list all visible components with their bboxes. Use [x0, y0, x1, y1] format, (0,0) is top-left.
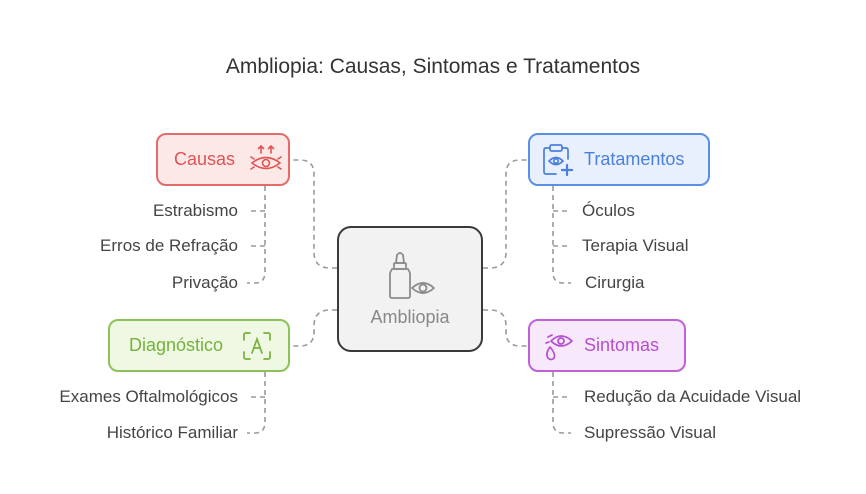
diagnostico-label: Diagnóstico — [129, 335, 224, 355]
clipboard-eye-icon — [543, 143, 574, 176]
sintomas-node[interactable]: Sintomas — [528, 319, 686, 372]
sintomas-item-supressao: Supressão Visual — [584, 423, 716, 442]
diagram-title: Ambliopia: Causas, Sintomas e Tratamento… — [225, 55, 641, 78]
sintomas-label: Sintomas — [584, 335, 660, 355]
center-label: Ambliopia — [370, 306, 450, 327]
causas-node[interactable]: Causas — [156, 133, 290, 186]
eye-arrows-icon — [250, 144, 282, 170]
causas-item-estrabismo: Estrabismo — [152, 201, 238, 220]
tratamentos-label: Tratamentos — [584, 149, 685, 169]
diagnostico-item-historico: Histórico Familiar — [106, 423, 238, 442]
sintomas-item-reducao: Redução da Acuidade Visual — [584, 387, 802, 406]
tratamentos-item-terapia-visual: Terapia Visual — [582, 236, 689, 255]
bottle-eye-icon — [389, 251, 435, 299]
center-node: Ambliopia — [337, 226, 483, 352]
causas-item-erros-refracao: Erros de Refração — [100, 236, 238, 255]
scan-text-icon — [243, 331, 271, 360]
tratamentos-node[interactable]: Tratamentos — [528, 133, 710, 186]
diagnostico-node[interactable]: Diagnóstico — [108, 319, 290, 372]
causas-item-privacao: Privação — [171, 273, 238, 292]
tratamentos-item-cirurgia: Cirurgia — [585, 273, 645, 292]
eye-drop-icon — [545, 333, 573, 360]
tratamentos-item-oculos: Óculos — [582, 201, 635, 220]
diagnostico-item-exames: Exames Oftalmológicos — [59, 387, 238, 406]
causas-label: Causas — [174, 149, 236, 169]
